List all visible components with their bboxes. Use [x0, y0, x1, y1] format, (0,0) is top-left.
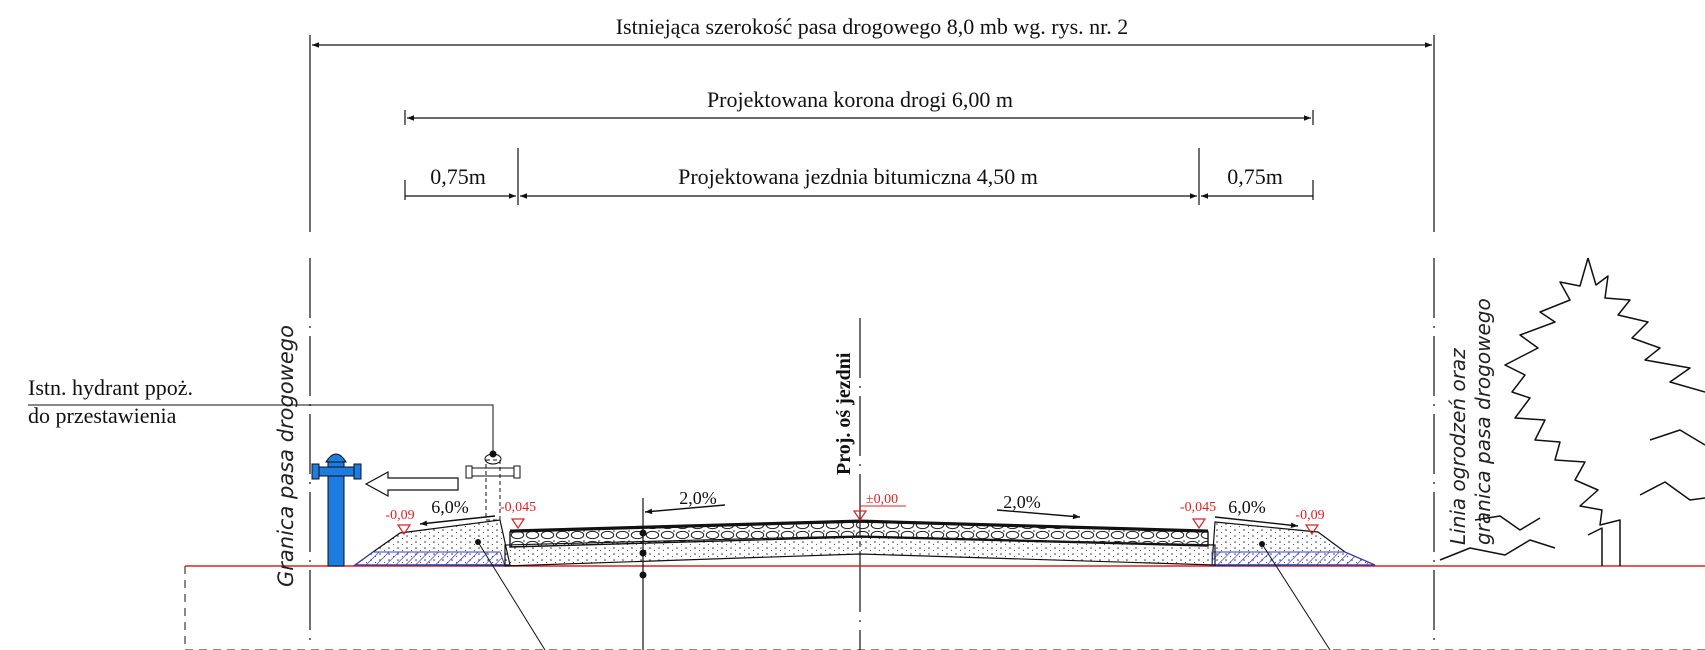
- road-crown-label: Projektowana korona drogi 6,00 m: [707, 87, 1013, 112]
- boundary-left-label: Granica pasa drogowego: [274, 325, 298, 587]
- level-axis: ±0,00: [866, 492, 898, 507]
- existing-hydrant-icon: [465, 453, 521, 521]
- boundary-lines: [309, 258, 1435, 650]
- dimension-road-crown: Projektowana korona drogi 6,00 m: [404, 87, 1314, 125]
- hydrant-label-line2: do przestawienia: [28, 403, 177, 428]
- dimension-road-strip: Istniejąca szerokość pasa drogowego 8,0 …: [309, 14, 1435, 232]
- slope-indicators: 6,0% 2,0% 2,0% 6,0%: [419, 488, 1299, 529]
- tree-icon: [1439, 257, 1705, 566]
- slope-left-lane: 2,0%: [679, 488, 717, 508]
- carriageway-label: Projektowana jezdnia bitumiczna 4,50 m: [678, 164, 1038, 189]
- right-shoulder-hatch: [1211, 551, 1376, 567]
- ground: [184, 565, 1705, 650]
- shoulder-right-label: 0,75m: [1227, 164, 1283, 189]
- new-hydrant-icon: [311, 453, 362, 567]
- level-markers: -0,09 -0,045 ±0,00 -0,045 -0,09: [385, 492, 1325, 536]
- shoulder-left-label: 0,75m: [430, 164, 486, 189]
- slope-left-shoulder: 6,0%: [431, 497, 469, 517]
- road-axis-label: Proj. oś jezdni: [833, 352, 855, 475]
- fence-label-line1: Linia ogrodzeń oraz: [1446, 348, 1470, 545]
- relocation-arrow-icon: [364, 470, 459, 498]
- level-left-pavement: -0,045: [500, 500, 536, 515]
- level-right-edge: -0,09: [1295, 508, 1324, 523]
- dimension-carriageway: 0,75m Projektowana jezdnia bitumiczna 4,…: [404, 148, 1314, 205]
- road-strip-width-label: Istniejąca szerokość pasa drogowego 8,0 …: [616, 14, 1129, 39]
- road-structure: [353, 498, 1376, 650]
- level-right-pavement: -0,045: [1180, 500, 1216, 515]
- slope-right-lane: 2,0%: [1003, 492, 1041, 512]
- slope-right-shoulder: 6,0%: [1228, 497, 1266, 517]
- hydrant-label-line1: Istn. hydrant ppoż.: [28, 375, 193, 400]
- fence-label-line2: granica pasa drogowego: [1471, 298, 1495, 545]
- level-left-edge: -0,09: [385, 508, 414, 523]
- hydrant-callout: Istn. hydrant ppoż. do przestawienia: [28, 375, 497, 458]
- left-shoulder-hatch: [353, 551, 506, 567]
